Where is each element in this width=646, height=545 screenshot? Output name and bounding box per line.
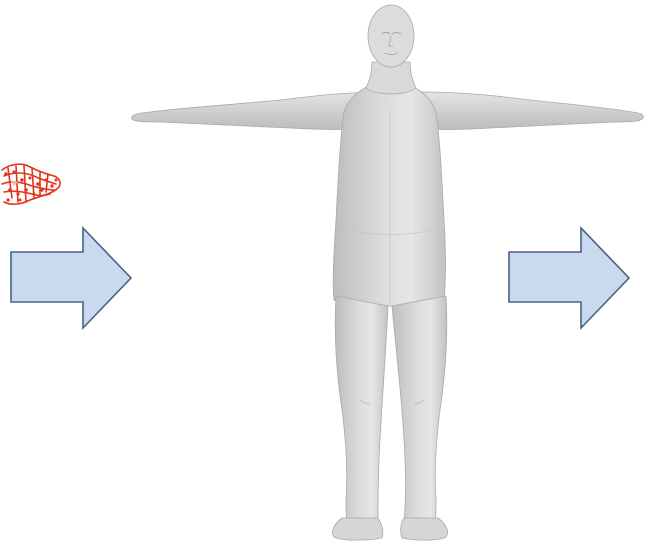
- point-cloud-fragment: [0, 150, 70, 215]
- left-leg: [335, 296, 388, 522]
- right-foot: [401, 518, 448, 540]
- left-foot: [332, 518, 382, 540]
- right-leg: [392, 296, 447, 522]
- torso: [333, 84, 445, 306]
- right-arm: [420, 92, 644, 130]
- human-body-t-pose: [120, 0, 646, 545]
- right-arrow-icon: [9, 226, 134, 331]
